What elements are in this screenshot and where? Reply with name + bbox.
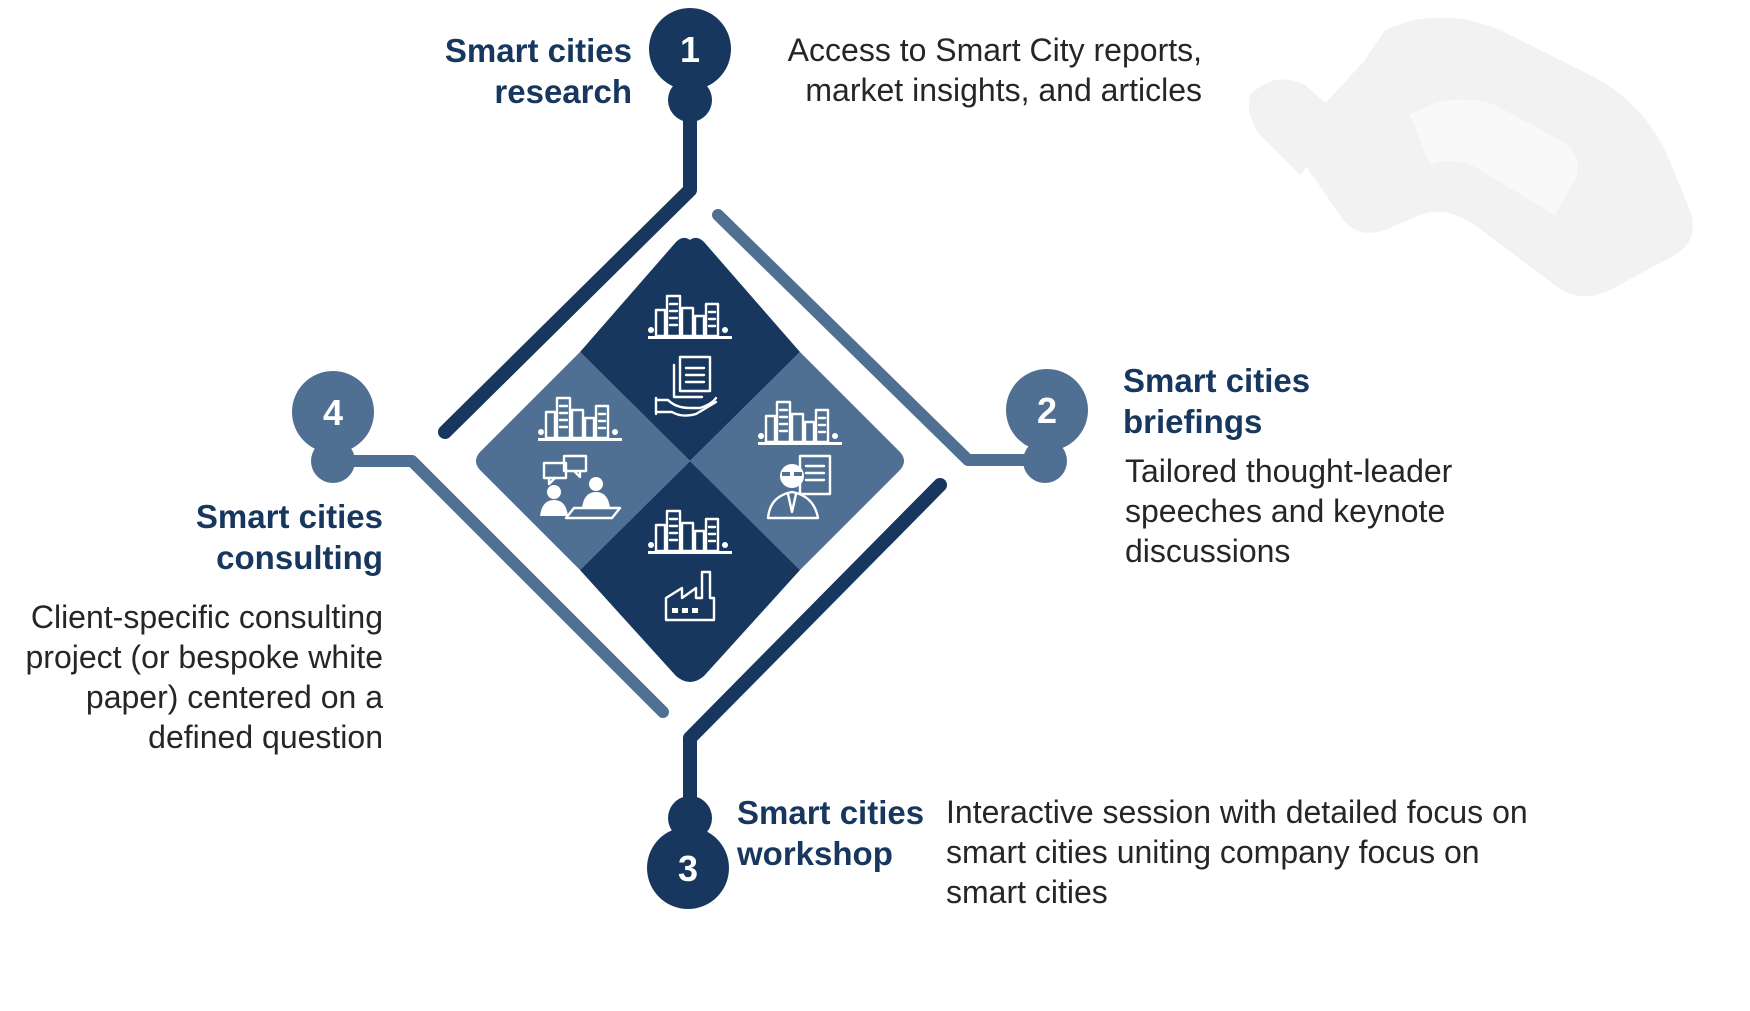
item-4-description-line-2: project (or bespoke white xyxy=(25,639,383,675)
handshake-icon xyxy=(1249,17,1693,297)
item-3-description: Interactive session with detailed focus … xyxy=(946,792,1528,912)
item-3-title-line-2: workshop xyxy=(737,835,893,872)
item-3-title-line-1: Smart cities xyxy=(737,794,925,831)
item-1-description-line-1: Access to Smart City reports, xyxy=(787,32,1202,68)
step-badge-3: 3 xyxy=(647,796,729,909)
item-4-description-line-4: defined question xyxy=(148,719,383,755)
item-2-description: Tailored thought-leader speeches and key… xyxy=(1125,451,1452,571)
item-4-title-line-2: consulting xyxy=(216,539,383,576)
item-4-title-line-1: Smart cities xyxy=(195,498,383,535)
item-2-title-line-1: Smart cities xyxy=(1123,362,1311,399)
center-diamond xyxy=(476,237,904,682)
step-badge-2: 2 xyxy=(1006,369,1088,483)
step-badge-4: 4 xyxy=(292,371,374,483)
item-2-description-line-2: speeches and keynote xyxy=(1125,493,1446,529)
step-number-1: 1 xyxy=(680,29,700,70)
item-1-title-line-1: Smart cities xyxy=(444,32,632,69)
step-number-4: 4 xyxy=(323,392,343,433)
step-badge-1: 1 xyxy=(649,8,731,122)
quadrant-bottom xyxy=(580,461,800,682)
quadrant-top xyxy=(580,237,800,461)
item-4-description-line-1: Client-specific consulting xyxy=(30,599,383,635)
quadrant-left xyxy=(476,352,690,570)
item-3-description-line-1: Interactive session with detailed focus … xyxy=(946,794,1528,830)
step-number-3: 3 xyxy=(678,848,698,889)
connector-line-2 xyxy=(712,209,1051,466)
item-3-description-line-3: smart cities xyxy=(946,874,1108,910)
item-1-description: Access to Smart City reports, market ins… xyxy=(788,30,1202,110)
item-1-title: Smart cities research xyxy=(445,30,632,112)
document-in-hand-icon xyxy=(654,355,718,417)
presenter-with-report-icon xyxy=(766,454,832,520)
meeting-conversation-icon xyxy=(540,454,622,520)
item-4-title: Smart cities consulting xyxy=(196,496,383,578)
item-2-title: Smart cities briefings xyxy=(1123,360,1310,442)
factory-icon xyxy=(664,570,716,622)
item-2-title-line-2: briefings xyxy=(1123,403,1263,440)
quadrant-right xyxy=(690,352,904,570)
item-4-description: Client-specific consulting project (or b… xyxy=(25,597,383,757)
item-1-description-line-2: market insights, and articles xyxy=(805,72,1202,108)
item-2-description-line-1: Tailored thought-leader xyxy=(1125,453,1453,489)
item-3-title: Smart cities workshop xyxy=(737,792,924,874)
item-2-description-line-3: discussions xyxy=(1125,533,1291,569)
connector-line-4 xyxy=(327,455,669,718)
item-3-description-line-2: smart cities uniting company focus on xyxy=(946,834,1480,870)
item-4-description-line-3: paper) centered on a xyxy=(85,679,383,715)
item-1-title-line-2: research xyxy=(494,73,632,110)
step-number-2: 2 xyxy=(1037,390,1057,431)
